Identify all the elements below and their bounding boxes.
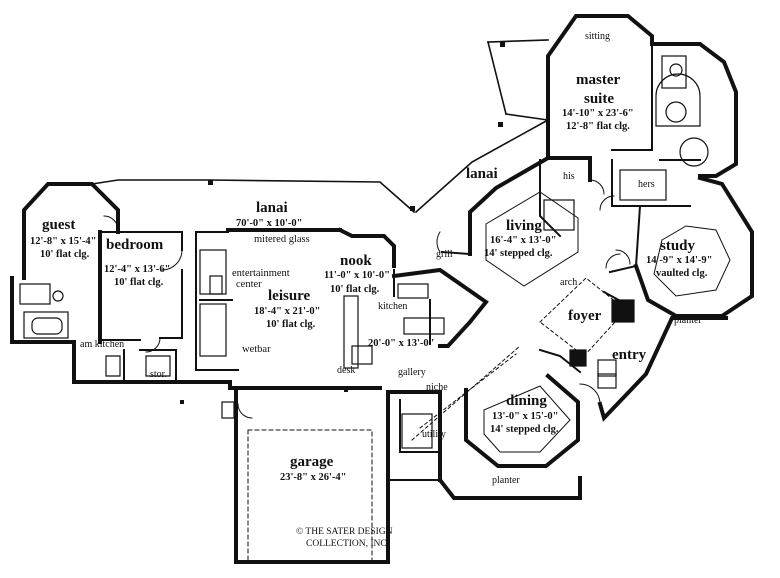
arch-label: arch xyxy=(560,277,578,288)
niche-label: niche xyxy=(426,382,448,393)
utility-label: utility xyxy=(422,429,446,440)
nook-ceiling: 10' flat clg. xyxy=(330,284,380,295)
guest-label: guest xyxy=(42,217,76,233)
study-ceiling: vaulted clg. xyxy=(656,268,708,279)
entry-label: entry xyxy=(612,347,647,363)
kitchen-dims: 20'-0" x 13'-0" xyxy=(368,338,435,349)
master-label-line1: master xyxy=(576,72,621,88)
study-label: study xyxy=(660,238,696,254)
copyright-line2: COLLECTION, INC. xyxy=(306,539,390,549)
master-label-line2: suite xyxy=(584,91,614,107)
guest-ceiling: 10' flat clg. xyxy=(40,249,90,260)
fixtures xyxy=(19,55,709,449)
window-posts xyxy=(180,42,505,404)
master-ceiling: 12'-8" flat clg. xyxy=(566,121,630,132)
garage-door xyxy=(247,429,373,563)
copyright-line1: © THE SATER DESIGN xyxy=(296,527,393,537)
grill-label: grill xyxy=(436,249,453,260)
lanai-glass-note: mitered glass xyxy=(254,234,310,245)
wetbar-label: wetbar xyxy=(242,344,271,355)
leisure-label: leisure xyxy=(268,288,311,304)
bedroom-ceiling: 10' flat clg. xyxy=(114,277,164,288)
nook-dims: 11'-0" x 10'-0" xyxy=(324,270,390,281)
kitchen-label: kitchen xyxy=(378,301,408,312)
ceiling-insets xyxy=(483,191,731,453)
dining-ceiling: 14' stepped clg. xyxy=(490,424,559,435)
am-kitchen-label: am kitchen xyxy=(80,339,125,350)
guest-dims: 12'-8" x 15'-4" xyxy=(30,236,97,247)
desk-label: desk xyxy=(337,365,356,376)
lanai-screen xyxy=(91,39,550,214)
nook-label: nook xyxy=(340,253,372,269)
planter-right-label: planter xyxy=(674,315,702,326)
his-label: his xyxy=(563,171,575,182)
leisure-ceiling: 10' flat clg. xyxy=(266,319,316,330)
living-dims: 16'-4" x 13'-0" xyxy=(490,235,557,246)
hers-label: hers xyxy=(638,179,655,190)
bedroom-dims: 12'-4" x 13'-6" xyxy=(104,264,171,275)
lanai-main-dims: 70'-0" x 10'-0" xyxy=(236,218,303,229)
sitting-label: sitting xyxy=(585,31,611,42)
living-label: living xyxy=(506,218,542,234)
dining-label: dining xyxy=(506,393,547,409)
entertainment-label-line1: entertainment xyxy=(232,268,290,279)
bedroom-label: bedroom xyxy=(106,237,164,253)
lanai-upper-label: lanai xyxy=(466,166,498,182)
foyer-label: foyer xyxy=(568,308,602,324)
entertainment-label-line2: center xyxy=(236,279,262,290)
stor-label: stor. xyxy=(150,369,167,380)
master-dims: 14'-10" x 23'-6" xyxy=(562,108,634,119)
living-ceiling: 14' stepped clg. xyxy=(484,248,553,259)
interior-walls xyxy=(99,43,701,481)
gallery-label: gallery xyxy=(398,367,426,378)
dining-dims: 13'-0" x 15'-0" xyxy=(492,411,559,422)
exterior-walls xyxy=(10,14,754,564)
garage-label: garage xyxy=(290,454,334,470)
garage-dims: 23'-8" x 26'-4" xyxy=(280,472,347,483)
leisure-dims: 18'-4" x 21'-0" xyxy=(254,306,321,317)
lanai-main-label: lanai xyxy=(256,200,288,216)
door-swings xyxy=(103,179,631,419)
planter-bottom-label: planter xyxy=(492,475,520,486)
study-dims: 14'-9" x 14'-9" xyxy=(646,255,713,266)
